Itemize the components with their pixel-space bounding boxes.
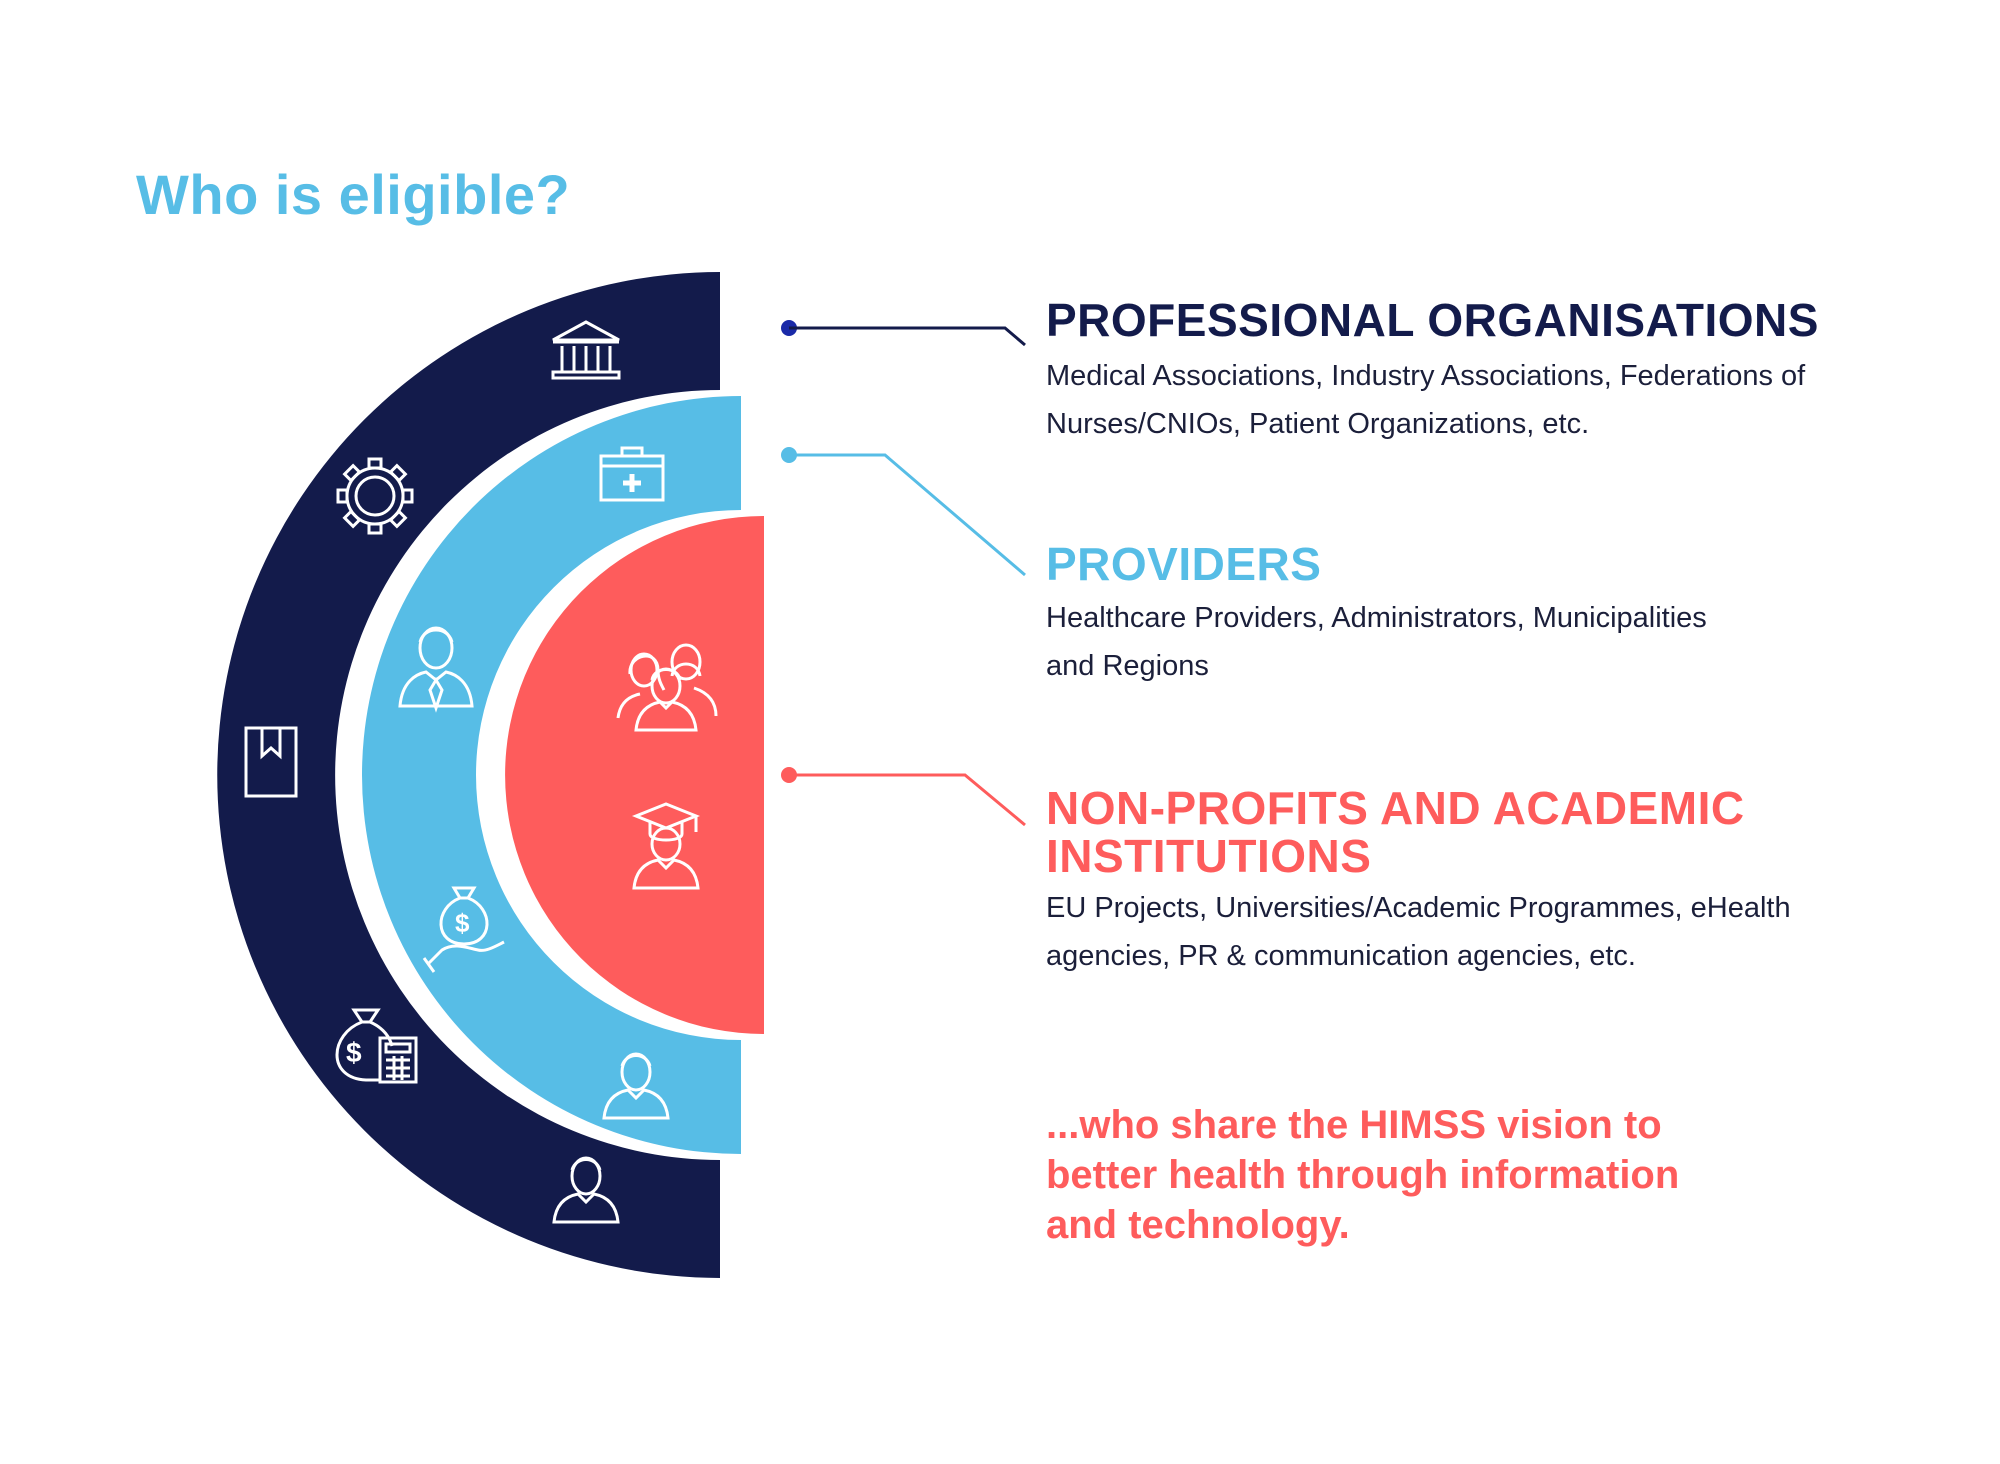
- person-icon: [552, 1156, 620, 1224]
- svg-text:$: $: [455, 908, 470, 938]
- middle-ring-providers: [362, 396, 741, 1154]
- svg-text:$: $: [346, 1037, 362, 1068]
- gear-icon: [336, 457, 414, 535]
- inner-core-nonprofits: [505, 516, 764, 1034]
- connector-nonprofits: [781, 767, 1026, 827]
- category-heading-non-profits: NON-PROFITS AND ACADEMIC INSTITUTIONS: [1046, 782, 1745, 882]
- vision-tagline: ...who share the HIMSS vision to better …: [1046, 1103, 1680, 1247]
- first-aid-kit-icon: [599, 446, 665, 502]
- category-heading-providers: PROVIDERS: [1046, 538, 1322, 590]
- connector-professional: [781, 320, 1026, 347]
- category-description-providers: Healthcare Providers, Administrators, Mu…: [1046, 602, 1707, 682]
- category-heading-professional-organisations: PROFESSIONAL ORGANISATIONS: [1046, 294, 1819, 346]
- group-people-icon: [616, 643, 718, 732]
- businessman-icon: [398, 626, 474, 713]
- money-bag-hand-icon: $: [422, 886, 505, 973]
- outer-ring-professional: [217, 272, 720, 1278]
- money-calculator-icon: $: [335, 1008, 418, 1084]
- institution-icon: [551, 320, 621, 380]
- book-icon: [244, 726, 298, 798]
- person-icon: [602, 1052, 670, 1120]
- category-description-professional-organisations: Medical Associations, Industry Associati…: [1046, 360, 1806, 440]
- category-description-non-profits: EU Projects, Universities/Academic Progr…: [1046, 892, 1791, 972]
- connector-providers: [781, 447, 1026, 577]
- graduate-icon: [631, 802, 701, 890]
- page-title: Who is eligible?: [136, 163, 571, 226]
